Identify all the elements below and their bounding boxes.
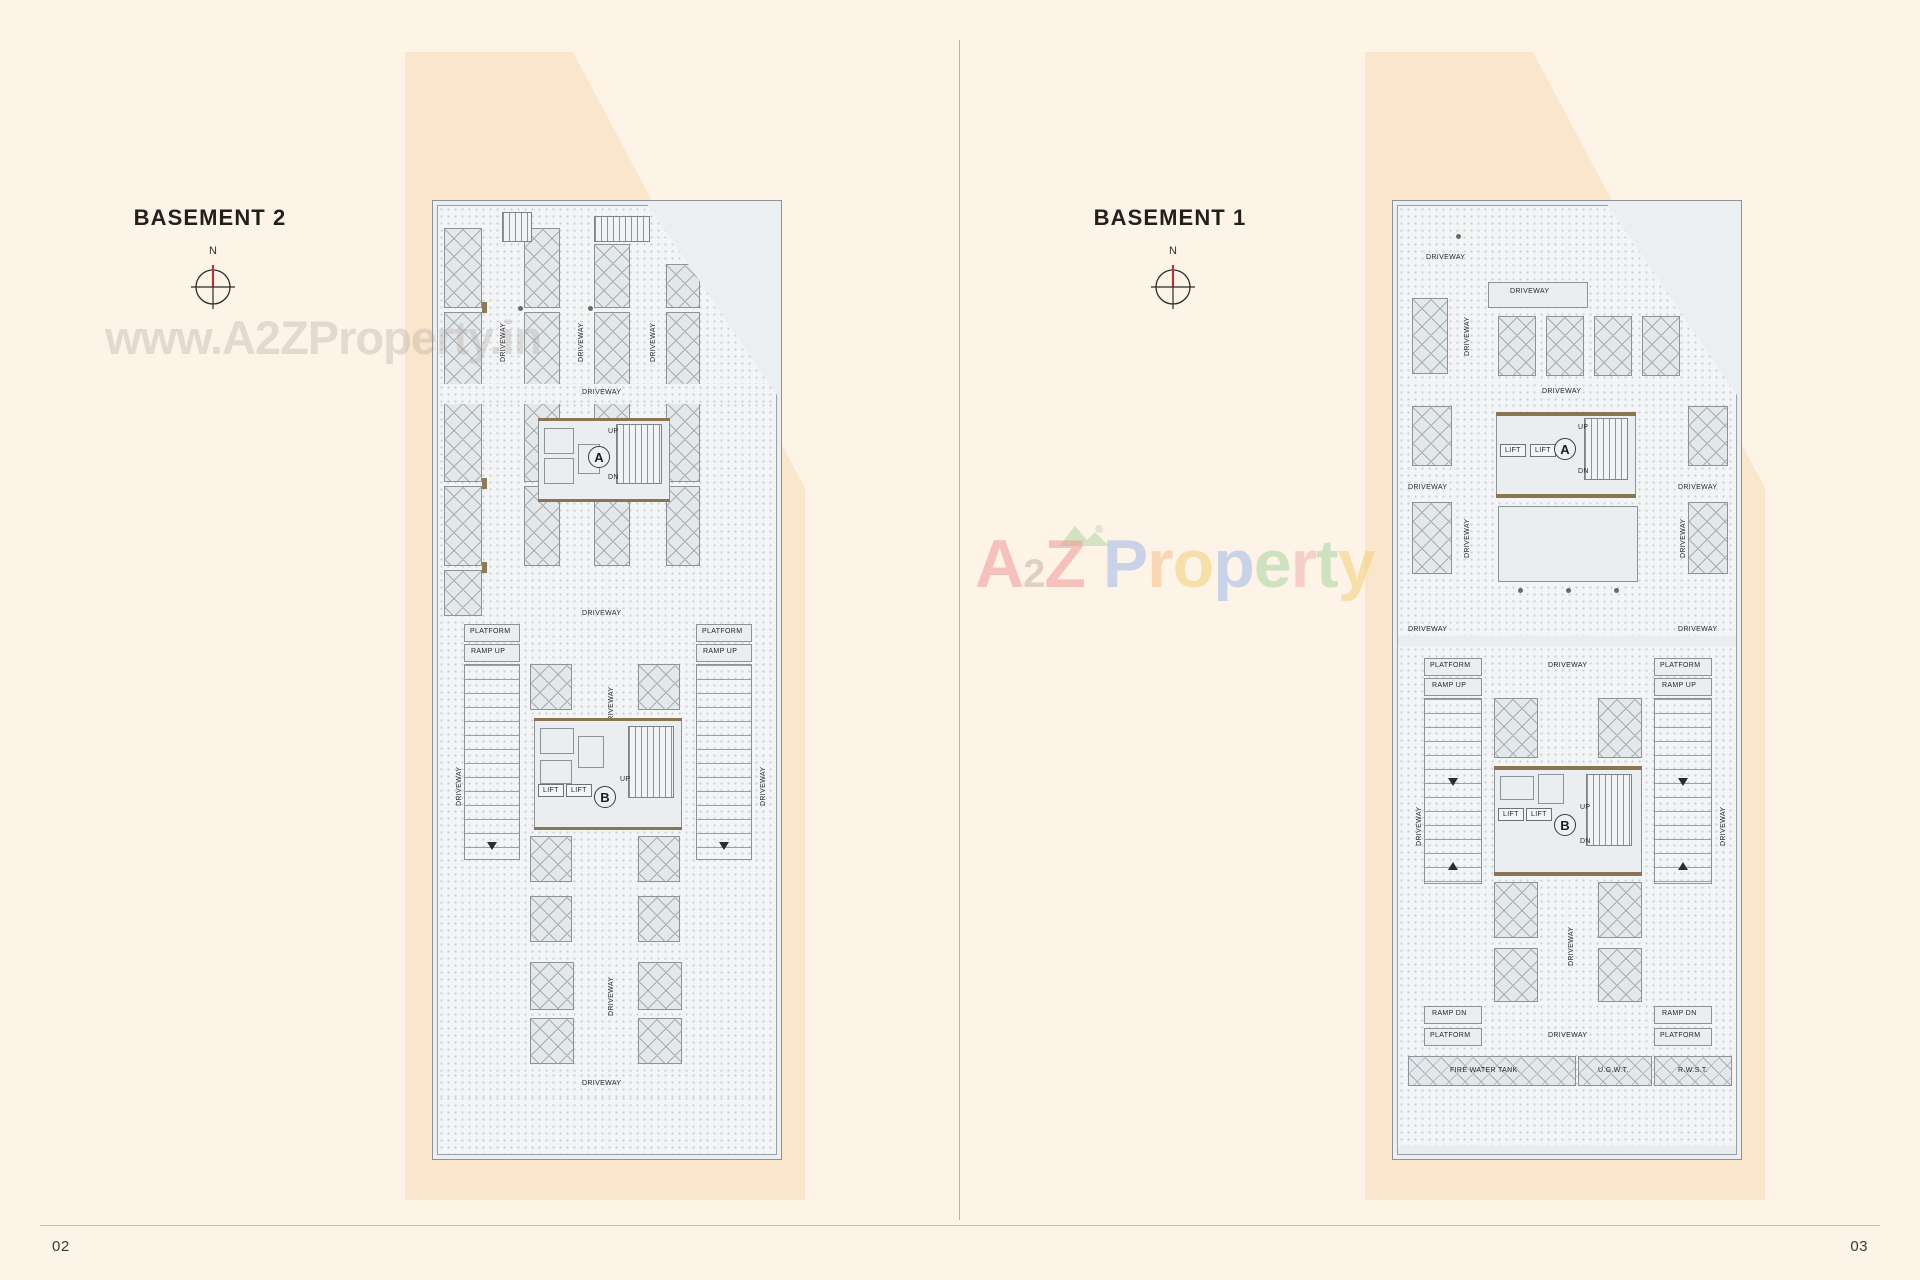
lift-label: LIFT: [1526, 808, 1552, 821]
north-label: N: [1169, 245, 1177, 257]
plan-drawing-area: DRIVEWAY DRIVEWAY DRIVEWAY: [437, 205, 777, 1155]
lift-label: LIFT: [1500, 444, 1526, 457]
lift-label: LIFT: [538, 784, 564, 797]
driveway-label: DRIVEWAY: [456, 766, 463, 806]
driveway-label: DRIVEWAY: [650, 322, 657, 362]
driveway-label: DRIVEWAY: [1416, 806, 1423, 846]
platform-label: PLATFORM: [702, 628, 743, 635]
tank-rwst: [1654, 1056, 1732, 1086]
north-label: N: [209, 245, 217, 257]
driveway-label: DRIVEWAY: [608, 976, 615, 1016]
driveway-label: DRIVEWAY: [1548, 1032, 1588, 1039]
driveway-label: DRIVEWAY: [1464, 518, 1471, 558]
compass-icon: [1151, 265, 1195, 309]
ramp-up-label: RAMP UP: [1662, 682, 1697, 689]
ramp-direction-arrow: [1678, 778, 1688, 786]
tank-label: R.W.S.T.: [1678, 1067, 1709, 1074]
compass-icon: [191, 265, 235, 309]
driveway-label: DRIVEWAY: [582, 1080, 622, 1087]
floor-plan-basement-1: DRIVEWAY DRIVEWAY DRIVEWAY DRIVEWAY: [1392, 200, 1742, 1160]
tank-label: FIRE WATER TANK: [1450, 1067, 1518, 1074]
footer-rule: [40, 1225, 1880, 1226]
ramp-up-label: RAMP UP: [1432, 682, 1467, 689]
north-arrow: N: [1143, 245, 1203, 315]
driveway-label: DRIVEWAY: [1510, 288, 1550, 295]
driveway-label: DRIVEWAY: [1426, 254, 1466, 261]
platform-label: PLATFORM: [1430, 662, 1471, 669]
ramp-dn-label: RAMP DN: [1662, 1010, 1697, 1017]
ramp-up-label: RAMP UP: [703, 648, 738, 655]
dn-label: DN: [1580, 838, 1591, 845]
driveway-label: DRIVEWAY: [1548, 662, 1588, 669]
lift-label: LIFT: [1498, 808, 1524, 821]
up-label: UP: [1580, 804, 1591, 811]
driveway-label: DRIVEWAY: [1408, 626, 1448, 633]
floor-plan-basement-2: DRIVEWAY DRIVEWAY DRIVEWAY: [432, 200, 782, 1160]
platform-label: PLATFORM: [470, 628, 511, 635]
core-marker-a: A: [1554, 438, 1576, 460]
driveway-label: DRIVEWAY: [582, 610, 622, 617]
platform-label: PLATFORM: [1430, 1032, 1471, 1039]
driveway-label: DRIVEWAY: [1464, 316, 1471, 356]
lift-label: LIFT: [1530, 444, 1556, 457]
ramp-direction-arrow: [719, 842, 729, 850]
driveway-label: DRIVEWAY: [1720, 806, 1727, 846]
core-marker-b: B: [594, 786, 616, 808]
page-title: BASEMENT 1: [1093, 205, 1247, 230]
dn-label: DN: [608, 474, 619, 481]
tank-label: U.G.W.T.: [1598, 1067, 1629, 1074]
ramp-up-label: RAMP UP: [471, 648, 506, 655]
north-arrow: N: [183, 245, 243, 315]
up-label: UP: [620, 776, 631, 783]
driveway-label: DRIVEWAY: [500, 322, 507, 362]
folio-left: 02: [52, 1238, 70, 1255]
driveway-label: DRIVEWAY: [1408, 484, 1448, 491]
page-title: BASEMENT 2: [133, 205, 287, 230]
up-label: UP: [608, 428, 619, 435]
driveway-label: DRIVEWAY: [1568, 926, 1575, 966]
driveway-label: DRIVEWAY: [582, 389, 622, 396]
platform-label: PLATFORM: [1660, 662, 1701, 669]
ramp-direction-arrow: [1448, 778, 1458, 786]
driveway-label: DRIVEWAY: [1680, 518, 1687, 558]
core-marker-a: A: [588, 446, 610, 468]
driveway-label: DRIVEWAY: [1678, 484, 1718, 491]
driveway-label: DRIVEWAY: [578, 322, 585, 362]
up-label: UP: [1578, 424, 1589, 431]
folio-right: 03: [1850, 1238, 1868, 1255]
ramp-direction-arrow: [1678, 862, 1688, 870]
page-basement-1: BASEMENT 1 N DRIVEWAY DRIVEWAY: [960, 0, 1920, 1280]
platform-label: PLATFORM: [1660, 1032, 1701, 1039]
plan-drawing-area: DRIVEWAY DRIVEWAY DRIVEWAY DRIVEWAY: [1397, 205, 1737, 1155]
page-spine-divider: [959, 40, 960, 1220]
driveway-label: DRIVEWAY: [1542, 388, 1582, 395]
driveway-label: DRIVEWAY: [1678, 626, 1718, 633]
core-marker-b: B: [1554, 814, 1576, 836]
ramp-dn-label: RAMP DN: [1432, 1010, 1467, 1017]
tank-fire-water: [1408, 1056, 1576, 1086]
ramp-direction-arrow: [1448, 862, 1458, 870]
tank-ugwt: [1578, 1056, 1652, 1086]
dn-label: DN: [1578, 468, 1589, 475]
page-basement-2: BASEMENT 2 N: [105, 52, 805, 1200]
lift-label: LIFT: [566, 784, 592, 797]
driveway-label: DRIVEWAY: [760, 766, 767, 806]
ramp-direction-arrow: [487, 842, 497, 850]
